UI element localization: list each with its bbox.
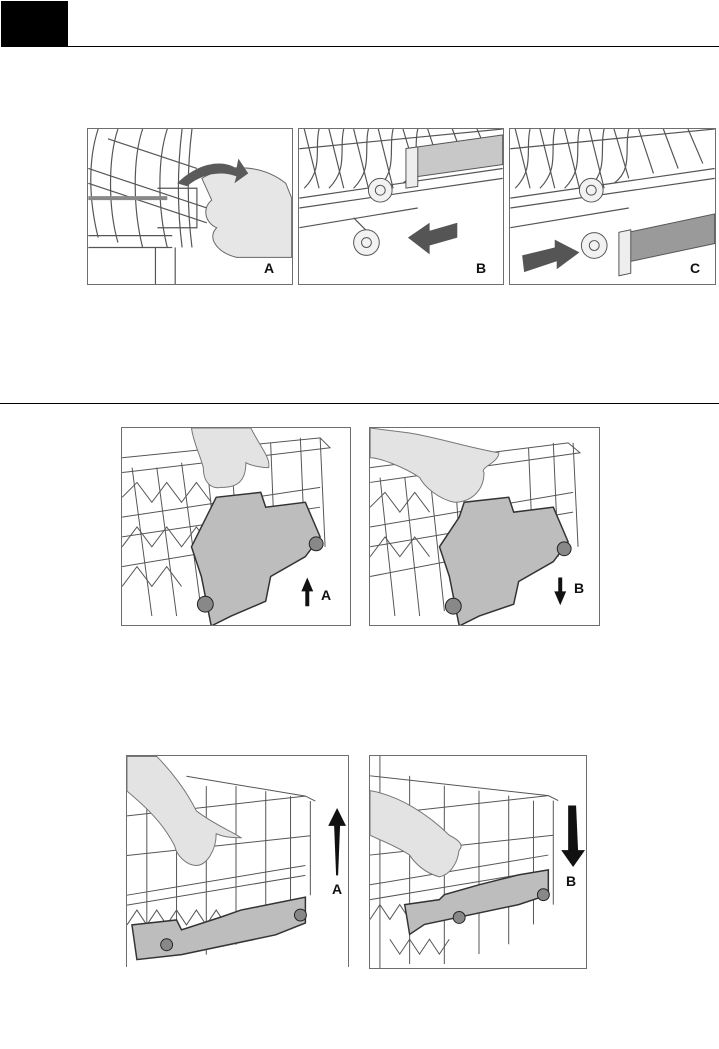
hand-illustration — [127, 756, 243, 866]
side-lever-illustration — [438, 496, 570, 625]
side-lever-illustration — [190, 491, 321, 625]
panel-label: B — [476, 260, 487, 276]
wheel-insert-illustration — [510, 129, 715, 277]
front-rail-illustration — [131, 896, 307, 961]
basket-push-down-illustration — [370, 756, 585, 968]
figure1-panel-b: B — [298, 128, 504, 285]
front-rail-illustration — [403, 869, 550, 936]
arrow-right-icon — [522, 239, 580, 273]
rail-clip-illustration — [88, 129, 292, 284]
arrow-down-icon — [554, 577, 567, 606]
figure3-panel-b: B — [369, 755, 587, 969]
hand-illustration — [370, 428, 500, 503]
panel-label: C — [690, 260, 701, 276]
section-rule — [0, 403, 719, 404]
header-rule — [68, 46, 719, 47]
figure3-panel-a: A — [126, 755, 349, 967]
figure1-panel-a: A — [87, 128, 293, 285]
arrow-down-icon — [561, 805, 585, 867]
wheel-removal-illustration — [299, 129, 503, 256]
panel-label: A — [264, 260, 275, 276]
basket-lift-up-illustration — [127, 756, 347, 961]
curved-arrow-icon — [177, 158, 249, 187]
basket-lever-up-illustration — [122, 428, 332, 625]
figure2-panel-a: A — [121, 427, 351, 626]
panel-label: A — [321, 587, 332, 603]
hand-illustration — [370, 790, 462, 878]
figure1-panel-c: C — [509, 128, 716, 285]
panel-label: B — [566, 873, 577, 889]
chapter-marker-block — [1, 1, 68, 47]
arrow-up-icon — [328, 807, 347, 876]
arrow-up-icon — [301, 577, 314, 607]
figure2-panel-b: B — [369, 427, 600, 626]
panel-label: B — [574, 580, 585, 596]
arrow-left-icon — [407, 222, 458, 255]
panel-label: A — [332, 881, 343, 897]
basket-lever-down-illustration — [370, 428, 582, 625]
hand-illustration — [190, 428, 270, 489]
